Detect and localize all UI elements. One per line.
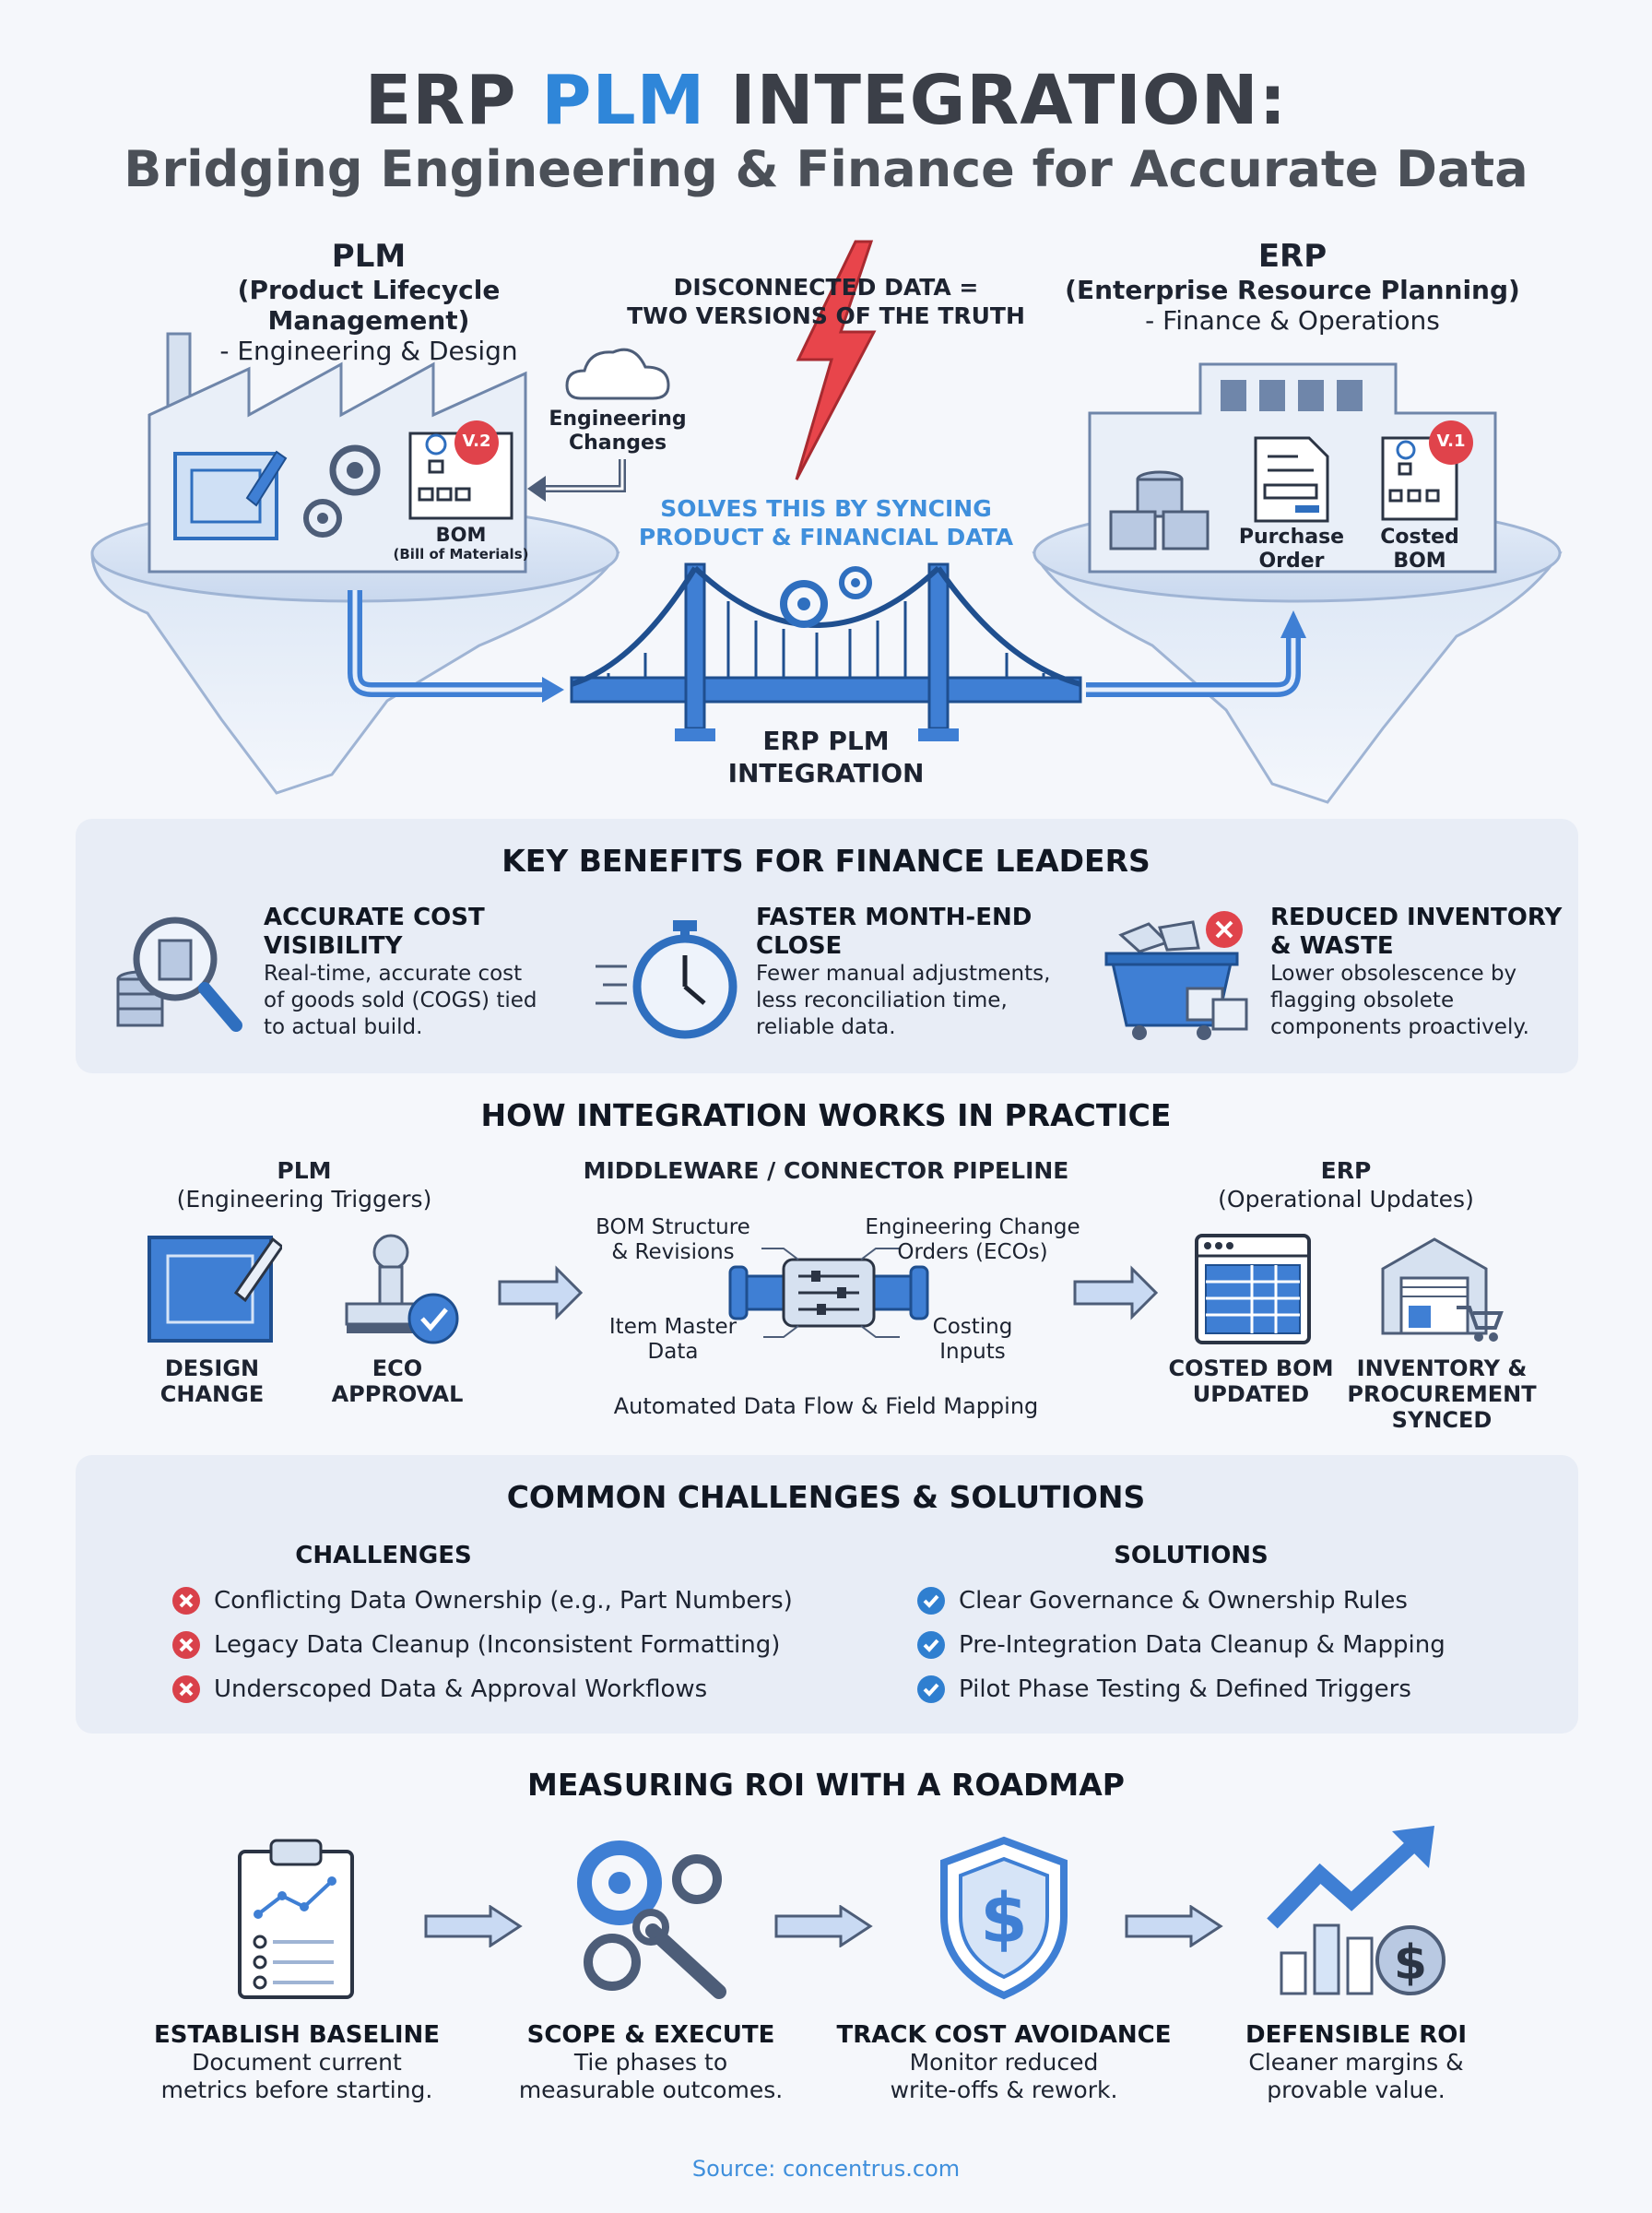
bom-label: BOM (Bill of Materials) bbox=[393, 524, 529, 562]
svg-text:$: $ bbox=[980, 1879, 1028, 1959]
bridge bbox=[570, 562, 1082, 741]
solutions-list: Clear Governance & Ownership Rules Pre-I… bbox=[916, 1584, 1543, 1706]
plm-header: PLM (Product Lifecycle Management) - Eng… bbox=[148, 238, 590, 366]
clipboard-chart-icon bbox=[238, 1839, 354, 1999]
plm-factory bbox=[148, 332, 527, 574]
practice-erp-header: ERP (Operational Updates) bbox=[1218, 1157, 1474, 1213]
plm-heading: PLM bbox=[331, 238, 407, 275]
step-eco-approval: ECO APPROVAL bbox=[331, 1355, 464, 1407]
magnifier-coins-icon bbox=[116, 917, 242, 1032]
error-icon bbox=[172, 1675, 200, 1703]
title-part1: ERP bbox=[364, 61, 517, 140]
erp-header: ERP (Enterprise Resource Planning) - Fin… bbox=[1062, 238, 1523, 336]
svg-text:$: $ bbox=[1394, 1935, 1427, 1991]
disconnected-caption: DISCONNECTED DATA = TWO VERSIONS OF THE … bbox=[627, 274, 1025, 329]
pipe-caption: Automated Data Flow & Field Mapping bbox=[613, 1393, 1039, 1419]
list-item: Underscoped Data & Approval Workflows bbox=[171, 1673, 872, 1706]
roadmap-step-4: DEFENSIBLE ROI Cleaner margins & provabl… bbox=[1245, 2021, 1468, 2103]
spreadsheet-icon bbox=[1195, 1234, 1311, 1344]
arrow-right-icon bbox=[774, 1905, 873, 1947]
list-item: Legacy Data Cleanup (Inconsistent Format… bbox=[171, 1628, 872, 1662]
plm-full-name: (Product Lifecycle Management) bbox=[237, 275, 501, 336]
list-item: Conflicting Data Ownership (e.g., Part N… bbox=[171, 1584, 872, 1617]
roadmap-step-2: SCOPE & EXECUTE Tie phases to measurable… bbox=[518, 2021, 784, 2103]
benefit-1: ACCURATE COST VISIBILITY Real-time, accu… bbox=[264, 904, 537, 1039]
gears-wrench-icon bbox=[577, 1840, 726, 1999]
pipe-label-bom-structure: BOM Structure & Revisions bbox=[596, 1215, 750, 1264]
approval-stamp-icon bbox=[345, 1234, 459, 1344]
hero-illustration bbox=[90, 240, 1563, 804]
page-subtitle: Bridging Engineering & Finance for Accur… bbox=[124, 140, 1528, 198]
dumpster-icon bbox=[1104, 911, 1248, 1040]
list-item: Pilot Phase Testing & Defined Triggers bbox=[916, 1673, 1543, 1706]
arrow-right-icon bbox=[424, 1905, 523, 1947]
error-icon bbox=[172, 1631, 200, 1659]
roadmap-title: MEASURING ROI WITH A ROADMAP bbox=[527, 1767, 1125, 1803]
dollar-shield-icon: $ bbox=[940, 1836, 1068, 2000]
step-design-change: DESIGN CHANGE bbox=[159, 1355, 265, 1407]
erp-building bbox=[1088, 362, 1497, 574]
roadmap-step-1: ESTABLISH BASELINE Document current metr… bbox=[153, 2021, 441, 2103]
challenges-list: Conflicting Data Ownership (e.g., Part N… bbox=[171, 1584, 872, 1706]
practice-title: HOW INTEGRATION WORKS IN PRACTICE bbox=[480, 1097, 1172, 1133]
warehouse-cart-icon bbox=[1381, 1237, 1504, 1342]
error-icon bbox=[172, 1587, 200, 1615]
solves-caption: SOLVES THIS BY SYNCING PRODUCT & FINANCI… bbox=[638, 495, 1014, 550]
practice-plm-header: PLM (Engineering Triggers) bbox=[176, 1157, 432, 1213]
arrow-right-icon bbox=[1125, 1905, 1223, 1947]
list-item: Pre-Integration Data Cleanup & Mapping bbox=[916, 1628, 1543, 1662]
check-icon bbox=[917, 1631, 945, 1659]
challenges-heading: CHALLENGES bbox=[295, 1542, 472, 1569]
blueprint-icon bbox=[148, 1236, 282, 1343]
page-title: ERP PLM INTEGRATION: bbox=[0, 61, 1652, 140]
cloud-icon bbox=[565, 348, 670, 400]
challenges-title: COMMON CHALLENGES & SOLUTIONS bbox=[506, 1479, 1146, 1515]
erp-role: - Finance & Operations bbox=[1145, 305, 1440, 336]
benefits-title: KEY BENEFITS FOR FINANCE LEADERS bbox=[502, 843, 1150, 879]
plm-role: - Engineering & Design bbox=[219, 336, 518, 366]
stopwatch-icon bbox=[596, 920, 738, 1039]
lightning-icon bbox=[795, 240, 877, 480]
bridge-label: ERP PLM INTEGRATION bbox=[727, 726, 925, 788]
benefit-3: REDUCED INVENTORY & WASTE Lower obsolesc… bbox=[1270, 904, 1563, 1039]
benefit-2: FASTER MONTH-END CLOSE Fewer manual adju… bbox=[756, 904, 1051, 1039]
pipe-label-costing: Costing Inputs bbox=[932, 1315, 1013, 1364]
purchase-order-label: Purchase Order bbox=[1238, 526, 1345, 573]
title-accent: PLM bbox=[541, 61, 706, 140]
step-inventory-synced: INVENTORY & PROCUREMENT SYNCED bbox=[1347, 1355, 1537, 1433]
erp-version-badge: V.1 bbox=[1436, 432, 1466, 451]
roadmap-step-3: TRACK COST AVOIDANCE Monitor reduced wri… bbox=[836, 2021, 1172, 2103]
erp-full-name: (Enterprise Resource Planning) bbox=[1065, 275, 1520, 305]
pipeline-diagram bbox=[498, 1248, 1159, 1338]
check-icon bbox=[917, 1675, 945, 1703]
costed-bom-label: Costed BOM bbox=[1380, 526, 1459, 573]
pipe-label-item-master: Item Master Data bbox=[608, 1315, 738, 1364]
pipe-label-ecos: Engineering Change Orders (ECOs) bbox=[865, 1215, 1080, 1264]
engineering-changes-label: Engineering Changes bbox=[549, 408, 687, 455]
benefits-panel bbox=[76, 819, 1578, 1073]
check-icon bbox=[917, 1587, 945, 1615]
erp-heading: ERP bbox=[1257, 238, 1328, 275]
challenges-panel bbox=[76, 1455, 1578, 1734]
source-link[interactable]: Source: concentrus.com bbox=[691, 2156, 961, 2182]
step-costed-bom-updated: COSTED BOM UPDATED bbox=[1168, 1355, 1334, 1407]
solutions-heading: SOLUTIONS bbox=[1114, 1542, 1268, 1569]
plm-version-badge: V.2 bbox=[462, 432, 491, 451]
middleware-header: MIDDLEWARE / CONNECTOR PIPELINE bbox=[583, 1157, 1069, 1184]
title-part2: INTEGRATION: bbox=[730, 61, 1288, 140]
growth-chart-icon: $ bbox=[1267, 1826, 1446, 1995]
list-item: Clear Governance & Ownership Rules bbox=[916, 1584, 1543, 1617]
